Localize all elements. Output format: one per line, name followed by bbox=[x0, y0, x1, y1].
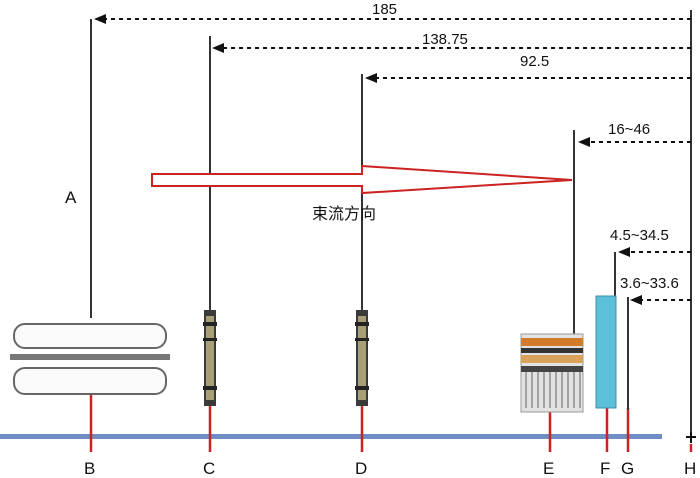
label-b: B bbox=[84, 459, 95, 478]
label-e: E bbox=[543, 459, 554, 478]
beam-direction-arrow bbox=[151, 164, 573, 195]
detector-d-unit bbox=[355, 310, 369, 406]
detector-e-array bbox=[520, 333, 584, 413]
detector-b-magnet bbox=[10, 323, 170, 395]
floor-line bbox=[0, 434, 662, 439]
distance-label-e: 16~46 bbox=[608, 121, 650, 138]
label-g: G bbox=[621, 459, 634, 478]
distance-label-g: 3.6~33.6 bbox=[620, 275, 679, 292]
distance-label-f: 4.5~34.5 bbox=[610, 227, 669, 244]
distance-label-a: 185 bbox=[372, 1, 397, 18]
detector-f-block bbox=[595, 295, 617, 409]
distance-label-d: 92.5 bbox=[520, 53, 549, 70]
target-marker bbox=[686, 432, 696, 443]
distance-arrows bbox=[94, 14, 691, 305]
label-f: F bbox=[600, 459, 610, 478]
label-h: H bbox=[684, 459, 696, 478]
mount-stubs bbox=[89, 394, 693, 452]
label-c: C bbox=[203, 459, 215, 478]
distance-label-c: 138.75 bbox=[422, 31, 468, 48]
beam-direction-label: 束流方向 bbox=[312, 204, 376, 223]
label-a: A bbox=[65, 188, 77, 207]
label-d: D bbox=[355, 459, 367, 478]
detector-c-unit bbox=[203, 310, 217, 406]
